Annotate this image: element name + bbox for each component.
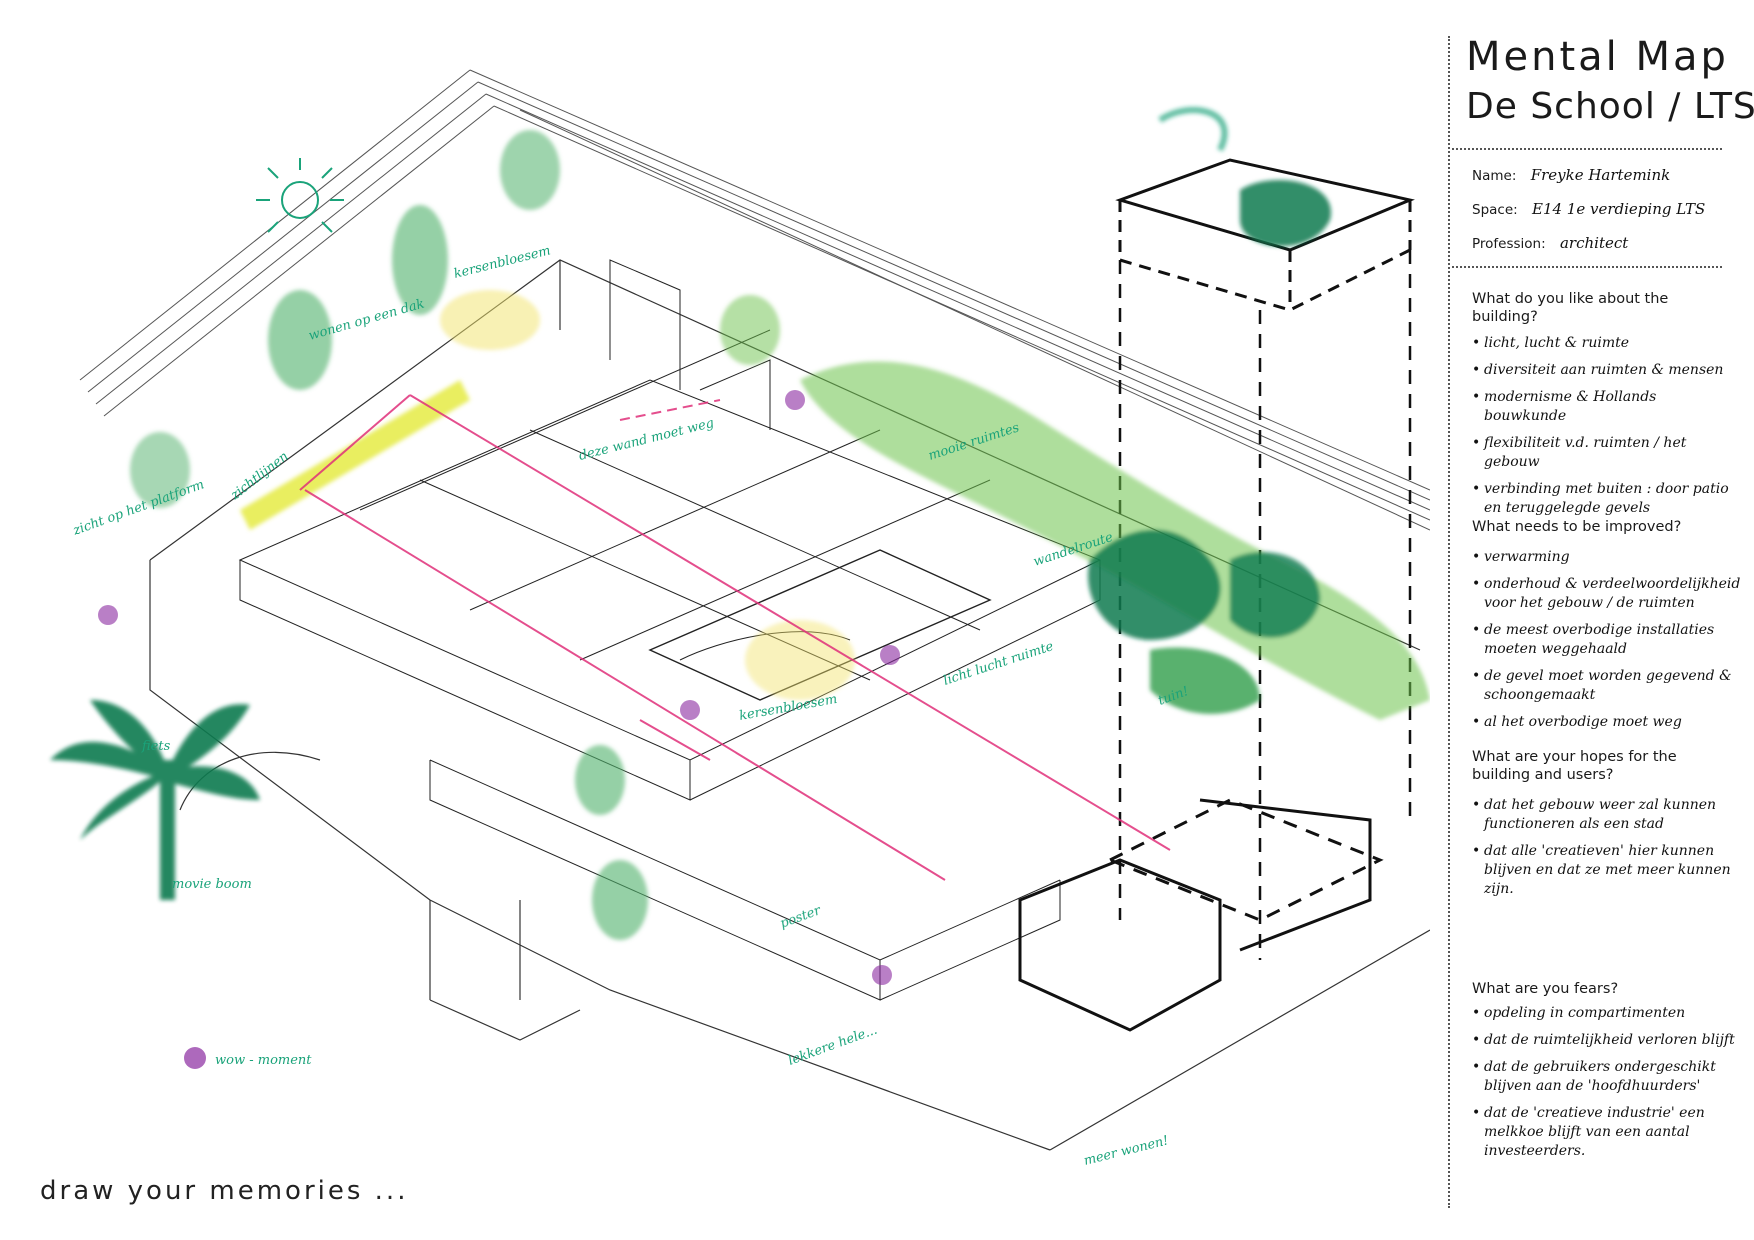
answer-item: dat de ruimtelijkheid verloren blijft (1472, 1031, 1742, 1050)
space-field: Space: E14 1e verdieping LTS (1472, 200, 1705, 218)
sun-icon (256, 158, 344, 233)
answer-item: dat de 'creatieve industrie' een melkkoe… (1472, 1104, 1742, 1161)
poster-label: poster (778, 903, 823, 932)
panel-divider (1448, 36, 1450, 1208)
profession-field: Profession: architect (1472, 234, 1628, 252)
question-fears: What are you fears? (1472, 981, 1619, 997)
fiets-label: fiets (141, 739, 171, 754)
wow-markers (98, 390, 900, 1069)
answer-item: licht, lucht & ruimte (1472, 334, 1742, 353)
answers-fears: opdeling in compartimenten dat de ruimte… (1472, 1004, 1742, 1169)
answer-item: opdeling in compartimenten (1472, 1004, 1742, 1023)
name-field: Name: Freyke Hartemink (1472, 166, 1670, 184)
answer-item: flexibiliteit v.d. ruimten / het gebouw (1472, 434, 1742, 472)
answer-item: verbinding met buiten : door patio en te… (1472, 480, 1742, 518)
wow-legend-star (184, 1047, 206, 1069)
page-subtitle: De School / LTS (1466, 86, 1754, 127)
yellow-highlights (240, 290, 855, 700)
space-value: E14 1e verdieping LTS (1532, 200, 1706, 218)
tower-top-vegetation (1158, 107, 1331, 247)
answers-like: licht, lucht & ruimte diversiteit aan ru… (1472, 334, 1742, 526)
question-improve: What needs to be improved? (1472, 519, 1682, 535)
trees-left (130, 130, 780, 940)
answer-item: dat het gebouw weer zal kunnen functione… (1472, 796, 1742, 834)
answer-item: al het overbodige moet weg (1472, 713, 1742, 732)
answer-item: onderhoud & verdeelwoordelijkheid voor h… (1472, 575, 1742, 613)
name-label: Name: (1472, 168, 1517, 184)
profession-label: Profession: (1472, 236, 1546, 252)
isometric-building-sketch: wow - moment movie boom kersenbloesem ke… (50, 69, 1430, 1169)
answer-item: diversiteit aan ruimten & mensen (1472, 361, 1742, 380)
building-blocks (238, 259, 1102, 1001)
deze-wand-label: deze wand moet weg (577, 416, 715, 464)
answer-item: de meest overbodige installaties moeten … (1472, 621, 1742, 659)
licht-ruimte-label: licht lucht ruimte (942, 639, 1056, 689)
answer-item: dat de gebruikers ondergeschikt blijven … (1472, 1058, 1742, 1096)
answer-item: modernisme & Hollands bouwkunde (1472, 388, 1742, 426)
divider-dotted (1452, 266, 1722, 268)
palm-tree (50, 700, 260, 900)
space-label: Space: (1472, 202, 1518, 218)
magenta-routes (299, 394, 1171, 881)
footer-caption: draw your memories ... (40, 1176, 409, 1206)
divider-dotted (1452, 148, 1722, 150)
answer-item: dat alle 'creatieven' hier kunnen blijve… (1472, 842, 1742, 899)
question-like: What do you like about the building? (1472, 291, 1669, 325)
profession-value: architect (1559, 234, 1629, 252)
meer-wonen-label: meer wonen! (1082, 1133, 1170, 1169)
tree-band-right (800, 361, 1430, 720)
page-title: Mental Map (1466, 34, 1729, 80)
question-hopes: What are your hopes for the building and… (1472, 749, 1677, 783)
movie-boom-label: movie boom (172, 877, 252, 892)
isometric-drawing: wow - moment movie boom kersenbloesem ke… (50, 69, 1430, 1169)
answer-item: de gevel moet worden gegevend & schoonge… (1472, 667, 1742, 705)
answer-item: verwarming (1472, 548, 1742, 567)
answers-hopes: dat het gebouw weer zal kunnen functione… (1472, 796, 1742, 907)
name-value: Freyke Hartemink (1530, 166, 1671, 184)
info-panel: Mental Map De School / LTS Name: Freyke … (1448, 0, 1754, 1240)
answers-improve: verwarming onderhoud & verdeelwoordelijk… (1472, 548, 1742, 740)
wow-legend-label: wow - moment (215, 1053, 312, 1068)
lekker-label: lekkere hele... (786, 1023, 879, 1069)
rail-tracks (79, 69, 1430, 531)
